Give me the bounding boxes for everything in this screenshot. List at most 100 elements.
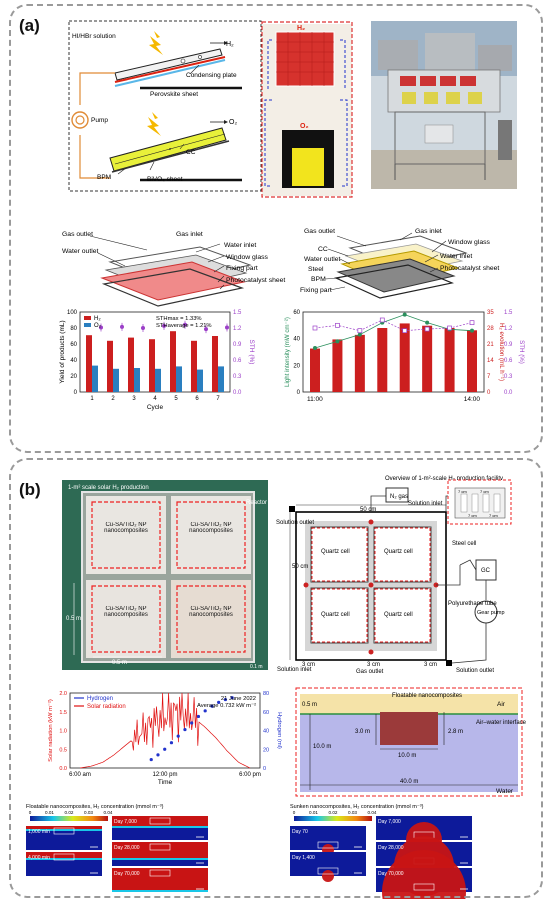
sth-point [379, 317, 385, 323]
facility-diagram: Overview of 1-m²-scale H₂ production fac… [276, 476, 512, 675]
inset-cm-2: 7 cm [480, 489, 489, 494]
sth-point [162, 323, 166, 328]
bar-o2 [113, 368, 119, 392]
y-tick-label: 80 [70, 326, 77, 332]
facility-cm3c: 3 cm [424, 662, 437, 668]
y-tick-label: 0.5 [59, 747, 67, 753]
reactor-cell-right: Gas outlet Gas inlet Window glass CC Wat… [300, 228, 499, 299]
colorbar-tick: 0.03 [348, 810, 357, 815]
sim-time-label: Day 28,000 [114, 845, 140, 851]
pec-schematic: HI/HBr solution H₂ Condensing plate Pero… [68, 20, 262, 192]
sim-plume [26, 852, 102, 858]
bar-h2 [191, 340, 197, 392]
legend-label-o2: O₂ [94, 323, 102, 329]
label-cc: CC [186, 149, 196, 156]
bar-o2 [155, 368, 161, 392]
colorbar [294, 816, 372, 821]
label-pump: Pump [91, 117, 108, 124]
y-tick-label: 1.0 [59, 729, 67, 735]
y3-tick-label: 0.9 [504, 342, 513, 348]
sim-front [112, 890, 208, 892]
y2-tick-label: 0.3 [233, 374, 242, 380]
light-point [470, 328, 474, 333]
left-gas-outlet: Gas outlet [62, 231, 93, 238]
bar-h2-evolution [354, 334, 365, 392]
sim-plume [382, 850, 466, 899]
plot-frame [69, 692, 261, 769]
right-window-glass: Window glass [448, 239, 491, 246]
bar-h2 [212, 336, 218, 392]
sth-point [424, 326, 430, 332]
y3-tick-label: 1.5 [504, 310, 513, 316]
sim-cell [53, 853, 75, 861]
light-point [313, 346, 317, 350]
y-tick-label: 40 [70, 358, 77, 364]
label-o2: O₂ [229, 119, 237, 126]
y2-tick-label: 0 [263, 766, 266, 772]
sim-time-label: Day 7,000 [378, 819, 401, 825]
facility-dim-left: 50 cm [292, 564, 308, 570]
facility-cm3a: 3 cm [302, 662, 315, 668]
bar-h2 [128, 337, 134, 392]
right-photocatalyst: Photocatalyst sheet [440, 265, 499, 272]
panel-b: (b) [9, 458, 543, 898]
facility-sol-outlet-bottom: Solution outlet [456, 668, 494, 674]
hydrogen-point [223, 697, 228, 702]
hydrogen-point [183, 727, 187, 732]
light-point [425, 320, 430, 325]
y-tick-label: 100 [67, 310, 78, 316]
label-h2: H₂ [226, 41, 234, 48]
sim-time-label: Day 28,000 [378, 845, 404, 851]
y2-tick-label: 80 [263, 691, 269, 697]
x-tick-label: 11:00 [307, 396, 323, 403]
colorbar-tick: 0.04 [368, 810, 377, 815]
y-tick-label: 2.0 [59, 691, 67, 697]
y-axis-label: Solar radiation (kW m⁻²) [48, 699, 54, 762]
sim-time-label: Day 70,000 [114, 871, 140, 877]
cs-d30: 3.0 m [355, 729, 370, 735]
photo-title: 1-m² scale solar H₂ production [68, 485, 149, 491]
sim-time-label: 4,000 min [28, 855, 50, 861]
hydrogen-point [230, 696, 234, 700]
y-axis-label: Light intensity (mW cm⁻²) [284, 317, 291, 387]
y2-tick-label: 0.9 [233, 342, 242, 348]
facility-sol-inlet-top: Solution inlet [408, 501, 443, 507]
x-tick-label: 6 [195, 396, 199, 402]
legend-label-h2: H₂ [94, 316, 101, 322]
y2-tick-label: 20 [263, 747, 269, 753]
sim-title: Floatable nanocomposites, H₂ concentrati… [26, 804, 164, 810]
light-point [402, 312, 407, 317]
annotation-sthmax: STHmax = 1.33% [156, 316, 202, 322]
quartz-3: Quartz cell [321, 612, 350, 618]
sim-plume [112, 868, 208, 890]
colorbar-tick: 0.04 [104, 810, 113, 815]
y2-tick-label: 0.0 [233, 390, 242, 396]
right-water-outlet: Water outlet [304, 256, 341, 263]
y3-tick-label: 1.2 [504, 326, 513, 332]
right-gas-inlet: Gas inlet [415, 228, 442, 235]
colorbar-tick: 0 [293, 810, 296, 815]
hydrogen-point [196, 714, 201, 719]
line-sth [314, 319, 473, 332]
y2-axis-label: STH (%) [248, 340, 255, 365]
hydrogen-point [210, 704, 214, 708]
sth-point [469, 320, 475, 326]
left-water-inlet: Water inlet [224, 242, 256, 249]
bar-h2-evolution [332, 339, 343, 392]
sim-title: Sunken nanocomposites, H₂ concentration … [290, 804, 424, 810]
x-tick-label: 5 [174, 396, 178, 402]
bar-o2 [218, 366, 224, 392]
cs-d28: 2.8 m [448, 729, 463, 735]
right-cc: CC [318, 246, 328, 253]
legend-swatch-o2 [84, 323, 91, 327]
colorbar-tick: 0.01 [309, 810, 318, 815]
sim-cell [149, 869, 171, 877]
sim-time-label: Day 1,400 [292, 855, 315, 861]
y2-tick-label: 28 [487, 326, 494, 332]
y-tick-label: 60 [70, 342, 77, 348]
facility-pump: Gear pump [477, 610, 505, 616]
photo-label-o2: O₂ [300, 123, 309, 130]
sth-point [204, 327, 208, 332]
colorbar [30, 816, 108, 821]
